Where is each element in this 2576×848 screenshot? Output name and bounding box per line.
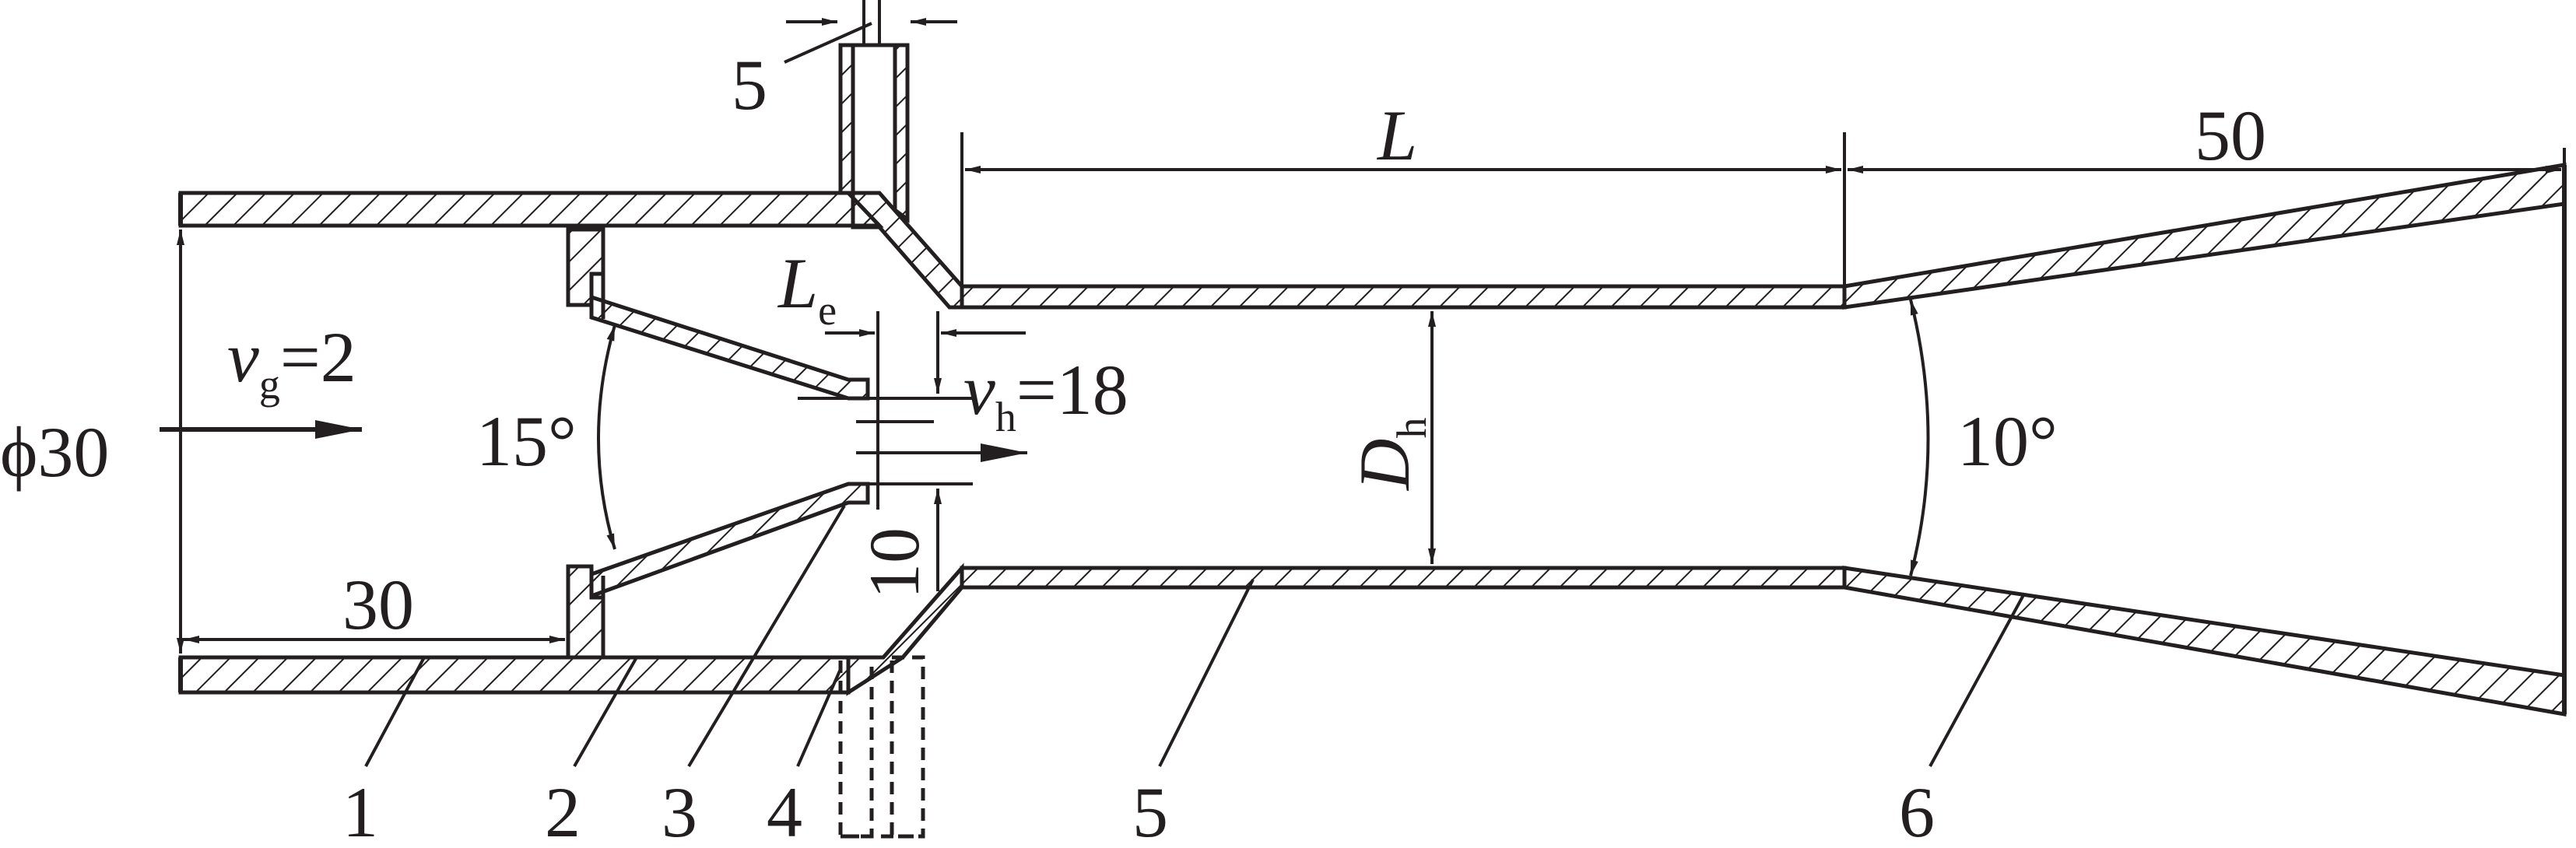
inlet-bottom-wall bbox=[178, 655, 851, 695]
part-number: 1 bbox=[342, 773, 378, 844]
diameter-dimension: ϕ30 bbox=[0, 230, 184, 654]
pipe-width-label: 5 bbox=[732, 45, 767, 124]
nozzle-lower-wall bbox=[589, 482, 870, 599]
jet-flow: vh=18 bbox=[798, 350, 1128, 485]
part-number: 2 bbox=[545, 773, 581, 844]
inner-length-dimension: 30 bbox=[184, 565, 565, 644]
part-number: 6 bbox=[1899, 773, 1935, 844]
diffuser-angle-dimension: 10° bbox=[1909, 299, 2058, 576]
part-number: 4 bbox=[767, 773, 802, 844]
throat-diameter-label: Dh bbox=[1345, 418, 1435, 492]
nozzle-length-label: Le bbox=[777, 244, 837, 334]
side-pipe bbox=[838, 43, 964, 839]
diffuser bbox=[1842, 163, 2567, 717]
nozzle-length-dimension: Le bbox=[777, 244, 1026, 510]
part-numbers: 1 2 3 4 5 6 bbox=[342, 773, 1935, 848]
mixing-tube-bottom-wall bbox=[960, 566, 1847, 590]
jet-velocity-label: vh=18 bbox=[963, 350, 1128, 440]
part-number: 3 bbox=[662, 773, 697, 844]
hidden-pipe-left bbox=[838, 655, 874, 839]
length-dimensions: L 50 bbox=[960, 96, 2566, 286]
inlet-top-wall bbox=[178, 191, 884, 232]
diffuser-top-wall bbox=[1842, 163, 2567, 310]
mixing-tube-top-wall bbox=[960, 284, 1847, 310]
top-pipe-right bbox=[893, 43, 910, 223]
diameter-label: ϕ30 bbox=[0, 412, 109, 492]
top-pipe-left bbox=[838, 43, 855, 195]
gas-flow: vg=2 bbox=[160, 317, 362, 439]
gas-velocity-label: vg=2 bbox=[227, 317, 356, 408]
nozzle-exit-label: 10 bbox=[855, 527, 934, 599]
diffuser-length-label: 50 bbox=[2195, 96, 2266, 175]
throat-diameter-dimension: Dh bbox=[1345, 311, 1436, 564]
diffuser-angle-label: 10° bbox=[1957, 401, 2058, 481]
nozzle bbox=[589, 294, 870, 599]
hidden-pipe-right bbox=[890, 655, 925, 839]
throat-length-label: L bbox=[1376, 96, 1417, 175]
inner-length-label: 30 bbox=[342, 565, 414, 644]
part-number: 5 bbox=[1132, 773, 1168, 844]
nozzle-exit-dimension: 10 bbox=[855, 342, 942, 599]
end-plate-top bbox=[566, 223, 605, 307]
converging-top-wall bbox=[851, 191, 964, 310]
diffuser-bottom-wall bbox=[1842, 566, 2567, 717]
cone-angle-label: 15° bbox=[476, 401, 577, 481]
part-leaders bbox=[364, 504, 2025, 768]
cone-angle-dimension: 15° bbox=[476, 324, 616, 550]
pipe-width-dimension: 5 bbox=[732, 0, 957, 124]
